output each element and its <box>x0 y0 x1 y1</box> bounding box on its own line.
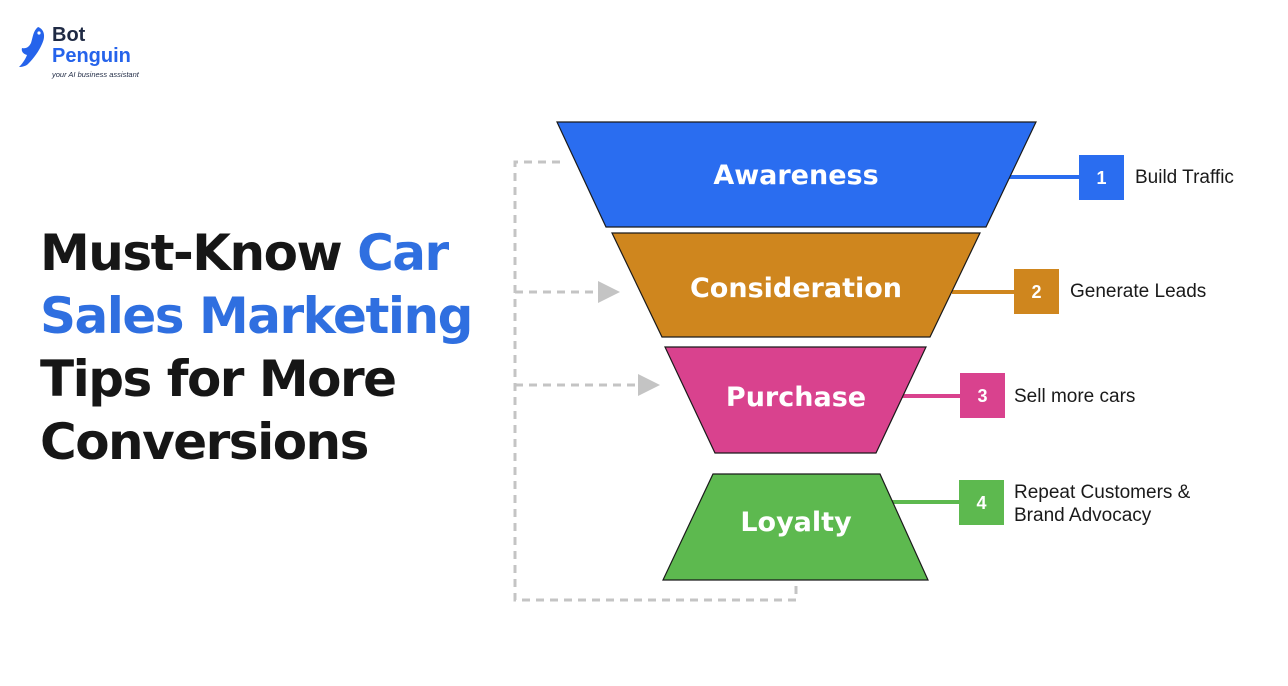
stage-label: Loyalty <box>740 507 852 538</box>
step-number-badge <box>1014 269 1059 314</box>
feedback-loop <box>513 160 798 602</box>
step-description: Build Traffic <box>1135 167 1234 188</box>
feedback-loop-line <box>513 160 798 602</box>
step-number: 4 <box>976 493 986 513</box>
brand-name-line1: Bot <box>52 24 86 46</box>
funnel-segment <box>556 121 1037 228</box>
step-description: Generate Leads <box>1070 281 1206 302</box>
arrow-icon <box>598 281 620 303</box>
step-number-badge <box>959 480 1004 525</box>
step-description-line: Generate Leads <box>1070 281 1206 302</box>
brand-name-line2: Penguin <box>52 45 131 67</box>
funnel-stage-loyalty: Loyalty 4 Repeat Customers &Brand Advoca… <box>662 473 1191 581</box>
brand-tagline: your AI business assistant <box>52 70 139 79</box>
penguin-icon <box>19 27 45 67</box>
funnel-stage-consideration: Consideration 2 Generate Leads <box>611 232 1206 338</box>
title-text-part2: Tips for More Conversions <box>40 350 397 471</box>
funnel-segment <box>664 346 927 454</box>
title-highlight: Car Sales Marketing <box>40 224 473 345</box>
stage-label: Purchase <box>726 382 866 413</box>
title-text-part1: Must-Know <box>40 224 358 282</box>
stage-label: Consideration <box>690 273 902 304</box>
step-description-line: Sell more cars <box>1014 386 1135 407</box>
step-description-line: Brand Advocacy <box>1014 505 1152 526</box>
funnel-segment <box>662 473 929 581</box>
step-number: 1 <box>1096 168 1106 188</box>
step-description-line: Repeat Customers & <box>1014 482 1191 503</box>
step-number-badge <box>1079 155 1124 200</box>
funnel-segment <box>611 232 981 338</box>
step-number: 2 <box>1031 282 1041 302</box>
brand-logo[interactable]: Bot Penguin your AI business assistant <box>18 24 158 84</box>
step-description-line: Build Traffic <box>1135 167 1234 188</box>
funnel-stage-purchase: Purchase 3 Sell more cars <box>664 346 1135 454</box>
arrow-icon <box>638 374 660 396</box>
funnel-stage-awareness: Awareness 1 Build Traffic <box>556 121 1234 228</box>
step-number: 3 <box>977 386 987 406</box>
page-title: Must-Know Car Sales Marketing Tips for M… <box>40 222 510 474</box>
step-description: Repeat Customers &Brand Advocacy <box>1014 482 1191 526</box>
stage-label: Awareness <box>713 160 878 191</box>
step-description: Sell more cars <box>1014 386 1135 407</box>
step-number-badge <box>960 373 1005 418</box>
